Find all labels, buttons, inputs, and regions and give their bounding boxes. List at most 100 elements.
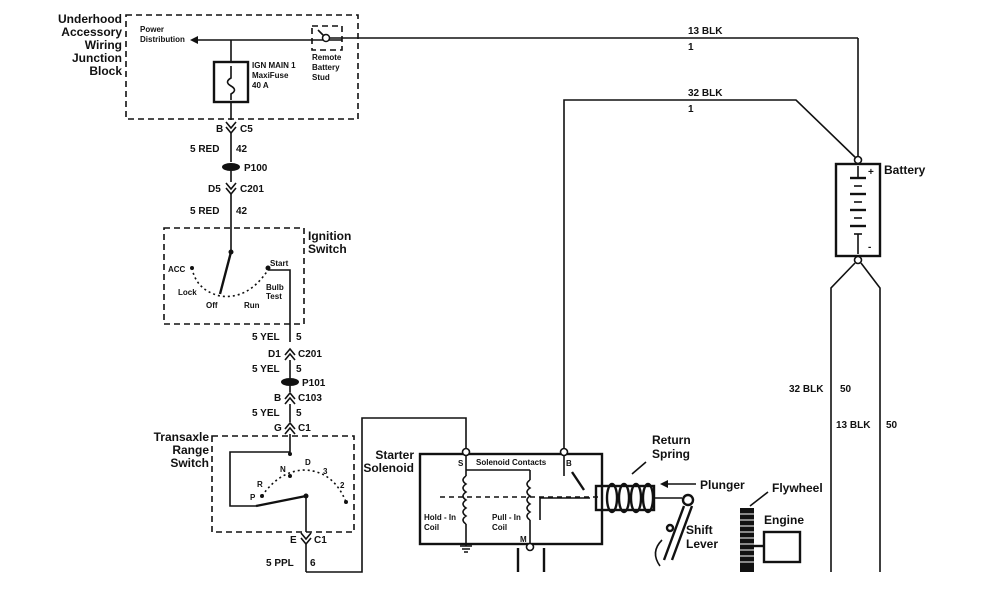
- svg-text:5 RED: 5 RED: [190, 144, 219, 155]
- svg-text:C1: C1: [314, 535, 327, 546]
- svg-text:Hold - In: Hold - In: [424, 513, 456, 522]
- svg-text:Lever: Lever: [686, 537, 718, 551]
- svg-text:6: 6: [310, 558, 316, 569]
- svg-text:Start: Start: [270, 259, 289, 268]
- svg-text:Distribution: Distribution: [140, 35, 185, 44]
- svg-text:IGN MAIN 1: IGN MAIN 1: [252, 61, 296, 70]
- battery-positive-terminal: [853, 155, 863, 165]
- splice-p101: [281, 378, 299, 386]
- svg-text:50: 50: [886, 420, 898, 431]
- flywheel-label: Flywheel: [772, 481, 823, 495]
- ignition-switch-arc: [191, 267, 269, 298]
- stud-terminal: [321, 33, 331, 43]
- terminal-m: [525, 542, 535, 552]
- battery-negative-terminal: [853, 255, 863, 265]
- terminal-b: [559, 447, 569, 457]
- svg-text:5: 5: [296, 332, 302, 343]
- return-spring-label: Return: [652, 433, 691, 447]
- svg-text:5 YEL: 5 YEL: [252, 332, 280, 343]
- range-switch-box: [211, 435, 355, 533]
- terminal-s: [461, 447, 471, 457]
- svg-text:D1: D1: [268, 349, 281, 360]
- power-distribution-label: Power: [140, 25, 164, 34]
- connector-c201-d5: D5 C201: [208, 182, 264, 196]
- svg-text:50: 50: [840, 384, 852, 395]
- svg-text:N: N: [280, 465, 286, 474]
- svg-text:B: B: [274, 393, 281, 404]
- starter-solenoid-box: [418, 452, 604, 546]
- shift-lever-pivot: [681, 493, 695, 507]
- svg-text:Spring: Spring: [652, 447, 690, 461]
- hold-in-coil: [462, 475, 468, 525]
- plus-sign: +: [868, 167, 874, 178]
- svg-text:42: 42: [236, 206, 248, 217]
- svg-text:C103: C103: [298, 393, 322, 404]
- svg-text:C201: C201: [298, 349, 322, 360]
- solenoid-contacts-label: Solenoid Contacts: [476, 458, 547, 467]
- svg-text:32 BLK: 32 BLK: [789, 384, 824, 395]
- arrow-left-icon: [190, 36, 198, 44]
- svg-text:Battery: Battery: [312, 63, 340, 72]
- svg-text:Wiring: Wiring: [85, 38, 122, 52]
- connector-c1-e: E C1: [290, 532, 327, 546]
- svg-text:32 BLK: 32 BLK: [688, 88, 723, 99]
- svg-text:P100: P100: [244, 163, 268, 174]
- pull-in-coil: [526, 479, 532, 521]
- minus-sign: -: [868, 242, 871, 253]
- return-spring-icon: [605, 482, 655, 514]
- svg-text:1: 1: [688, 104, 694, 115]
- junction-block-box: [125, 14, 359, 120]
- svg-text:MaxiFuse: MaxiFuse: [252, 71, 289, 80]
- svg-text:C5: C5: [240, 124, 253, 135]
- junction-block-title: Underhood Accessory Wiring Junction Bloc…: [58, 12, 122, 78]
- ignition-switch-box: [163, 227, 305, 325]
- connector-c103: B C103: [274, 391, 322, 405]
- arrow-left-icon: [660, 480, 668, 488]
- svg-text:1: 1: [688, 42, 694, 53]
- plunger: [594, 484, 656, 512]
- svg-text:Accessory: Accessory: [61, 25, 122, 39]
- battery-label: Battery: [884, 163, 926, 177]
- svg-text:B: B: [566, 459, 572, 468]
- svg-text:D5: D5: [208, 184, 221, 195]
- connector-c201-d1: D1 C201: [268, 347, 322, 361]
- svg-text:Underhood: Underhood: [58, 12, 122, 26]
- svg-text:Test: Test: [266, 292, 282, 301]
- svg-text:Switch: Switch: [308, 242, 347, 256]
- svg-text:Stud: Stud: [312, 73, 330, 82]
- svg-text:G: G: [274, 423, 282, 434]
- svg-text:E: E: [290, 535, 297, 546]
- svg-text:Coil: Coil: [424, 523, 439, 532]
- range-switch-contact: [255, 494, 307, 508]
- svg-text:M: M: [520, 535, 527, 544]
- svg-text:40 A: 40 A: [252, 81, 269, 90]
- svg-text:13 BLK: 13 BLK: [688, 26, 723, 37]
- svg-text:Run: Run: [244, 301, 260, 310]
- wire-32blk-top: [563, 99, 859, 450]
- svg-text:D: D: [305, 458, 311, 467]
- svg-text:Pull - In: Pull - In: [492, 513, 521, 522]
- engine-label: Engine: [764, 513, 804, 527]
- shift-lever-label: Shift: [686, 523, 713, 537]
- wire-5ppl: [306, 417, 467, 573]
- svg-text:Range: Range: [172, 443, 209, 457]
- svg-text:S: S: [458, 459, 464, 468]
- svg-text:P: P: [250, 493, 256, 502]
- svg-text:3: 3: [323, 467, 328, 476]
- connector-c5: B C5: [216, 121, 253, 135]
- ground-icon: [460, 545, 472, 553]
- fuse-element-icon: [226, 66, 236, 100]
- plunger-label: Plunger: [700, 478, 745, 492]
- svg-text:5 PPL: 5 PPL: [266, 558, 294, 569]
- svg-text:5: 5: [296, 408, 302, 419]
- range-switch-arc: [261, 469, 347, 503]
- svg-text:Coil: Coil: [492, 523, 507, 532]
- splice-p100: [222, 163, 240, 171]
- svg-text:5: 5: [296, 364, 302, 375]
- wire-32blk-ground: [830, 262, 856, 572]
- svg-text:C201: C201: [240, 184, 264, 195]
- svg-text:42: 42: [236, 144, 248, 155]
- svg-text:Lock: Lock: [178, 288, 197, 297]
- svg-text:2: 2: [340, 481, 345, 490]
